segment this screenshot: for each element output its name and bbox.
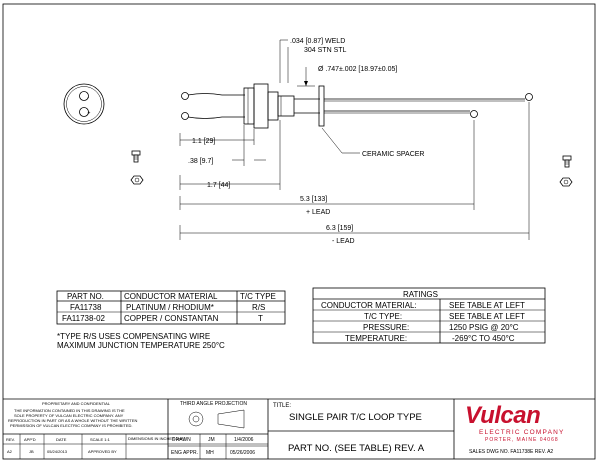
dimension-1-1: 1.1 [29] [179, 129, 255, 146]
parts-table: PART NO. CONDUCTOR MATERIAL T/C TYPE FA1… [56, 290, 286, 325]
ceramic-spacer-callout: CERAMIC SPACER [321, 127, 425, 158]
eng-date: 05/26/2006 [230, 450, 255, 456]
ratings-value: -269°C TO 450°C [452, 334, 515, 343]
dim-1-7-label: 1.7 [44] [207, 182, 230, 189]
rev-header: APP'D [24, 437, 36, 442]
parts-cell: PLATINUM / RHODIUM* [126, 303, 214, 312]
ratings-value: SEE TABLE AT LEFT [449, 301, 525, 310]
note-line-1: *TYPE R/S USES COMPENSATING WIRE [57, 332, 210, 341]
title-block: PROPRIETARY AND CONFIDENTIAL THE INFORMA… [3, 398, 595, 459]
parts-cell: FA11738 [70, 303, 102, 312]
ratings-title: RATINGS [403, 290, 438, 299]
rev-header: DIMENSIONS IN INCHES [mm] [128, 436, 185, 441]
rev-header: SCALE 1:1 [90, 437, 111, 442]
dim-5-3-label: 5.3 [133] [300, 196, 327, 203]
eng-by: MH [206, 450, 214, 456]
drawing-title: SINGLE PAIR T/C LOOP TYPE [289, 412, 422, 423]
rev-value: APPROVED BY [88, 449, 117, 454]
part-number: PART NO. (SEE TABLE) REV. A [288, 443, 425, 454]
plug-neg-label: - [88, 95, 90, 101]
dim-6-3-label: 6.3 [159] [326, 225, 353, 232]
rev-value: 05/24/2013 [47, 449, 68, 454]
sales-drawing-number: SALES DWG NO. FA11738E REV. A2 [469, 449, 553, 455]
parts-cell: COPPER / CONSTANTAN [124, 314, 219, 323]
parts-header-type: T/C TYPE [240, 292, 276, 301]
screw-icon [562, 155, 572, 168]
proprietary-title: PROPRIETARY AND CONFIDENTIAL [42, 401, 111, 406]
dim-5-3-sub-label: + LEAD [306, 209, 330, 216]
ratings-label: T/C TYPE: [364, 312, 402, 321]
end-view: - + [63, 83, 105, 125]
screw-icon [131, 150, 141, 163]
drawn-by: JM [208, 437, 215, 443]
ratings-value: SEE TABLE AT LEFT [449, 312, 525, 321]
ceramic-spacer-label: CERAMIC SPACER [362, 151, 425, 158]
drawn-label: DRAWN [172, 437, 191, 443]
rev-value: A2 [7, 449, 13, 454]
title-label: TITLE: [273, 403, 291, 409]
ratings-value: 1250 PSIG @ 20°C [449, 323, 519, 332]
rev-header: REV. [6, 437, 15, 442]
proprietary-text-line: SOLE PROPERTY OF VULCAN ELECTRIC COMPANY… [14, 413, 124, 418]
ratings-table: RATINGS CONDUCTOR MATERIAL: SEE TABLE AT… [312, 287, 546, 344]
nut-icon [130, 175, 144, 185]
dimension-1-7: 1.7 [44] [179, 120, 281, 190]
brand-sub: ELECTRIC COMPANY [479, 429, 565, 436]
dimension-38: .38 [9.7] [188, 125, 266, 166]
eng-label: ENG APPR. [171, 450, 198, 456]
proprietary-text-line: PERMISSION OF VULCAN ELECTRIC COMPANY IS… [10, 423, 133, 428]
nut-icon [559, 177, 573, 187]
parts-cell: FA11738-02 [62, 314, 106, 323]
parts-cell: R/S [252, 303, 265, 312]
brand-location: PORTER, MAINE 04068 [485, 437, 559, 443]
weld-material-label: 304 STN STL [304, 47, 347, 54]
dim-6-3-sub-label: - LEAD [332, 238, 355, 245]
dim-38-label: .38 [9.7] [188, 158, 213, 165]
weld-callout: .034 [0.87] WELD 304 STN STL [279, 38, 347, 83]
vulcan-logo: Vulcan ELECTRIC COMPANY PORTER, MAINE 04… [465, 402, 565, 443]
third-angle-projection-icon [188, 409, 245, 429]
brand-name: Vulcan [465, 402, 540, 429]
dimension-6-3: 6.3 [159] - LEAD [179, 102, 530, 245]
parts-header-part-no: PART NO. [67, 292, 104, 301]
drawn-date: 1/4/2006 [234, 437, 254, 443]
weld-label: .034 [0.87] WELD [290, 38, 345, 45]
side-view-assembly [181, 83, 533, 129]
parts-header-conductor: CONDUCTOR MATERIAL [124, 292, 218, 301]
projection-title: THIRD ANGLE PROJECTION [180, 401, 247, 407]
rev-value: JB [29, 449, 34, 454]
dim-1-1-label: 1.1 [29] [192, 138, 215, 145]
parts-cell: T [258, 314, 263, 323]
proprietary-text-line: THE INFORMATION CONTAINED IN THIS DRAWIN… [14, 408, 125, 413]
plug-pos-label: + [88, 111, 91, 117]
ratings-label: PRESSURE: [363, 323, 409, 332]
proprietary-text-line: REPRODUCTION IN PART OR AS A WHOLE WITHO… [8, 418, 138, 423]
sheet-border [2, 3, 596, 460]
diameter-label: Ø .747±.002 [18.97±0.05] [318, 66, 397, 73]
ratings-label: TEMPERATURE: [345, 334, 407, 343]
ratings-label: CONDUCTOR MATERIAL: [321, 301, 417, 310]
note-line-2: MAXIMUM JUNCTION TEMPERATURE 250°C [57, 341, 225, 350]
rev-header: DATE [56, 437, 67, 442]
dimension-5-3: 5.3 [133] + LEAD [179, 120, 475, 216]
diameter-callout: Ø .747±.002 [18.97±0.05] [297, 66, 397, 87]
